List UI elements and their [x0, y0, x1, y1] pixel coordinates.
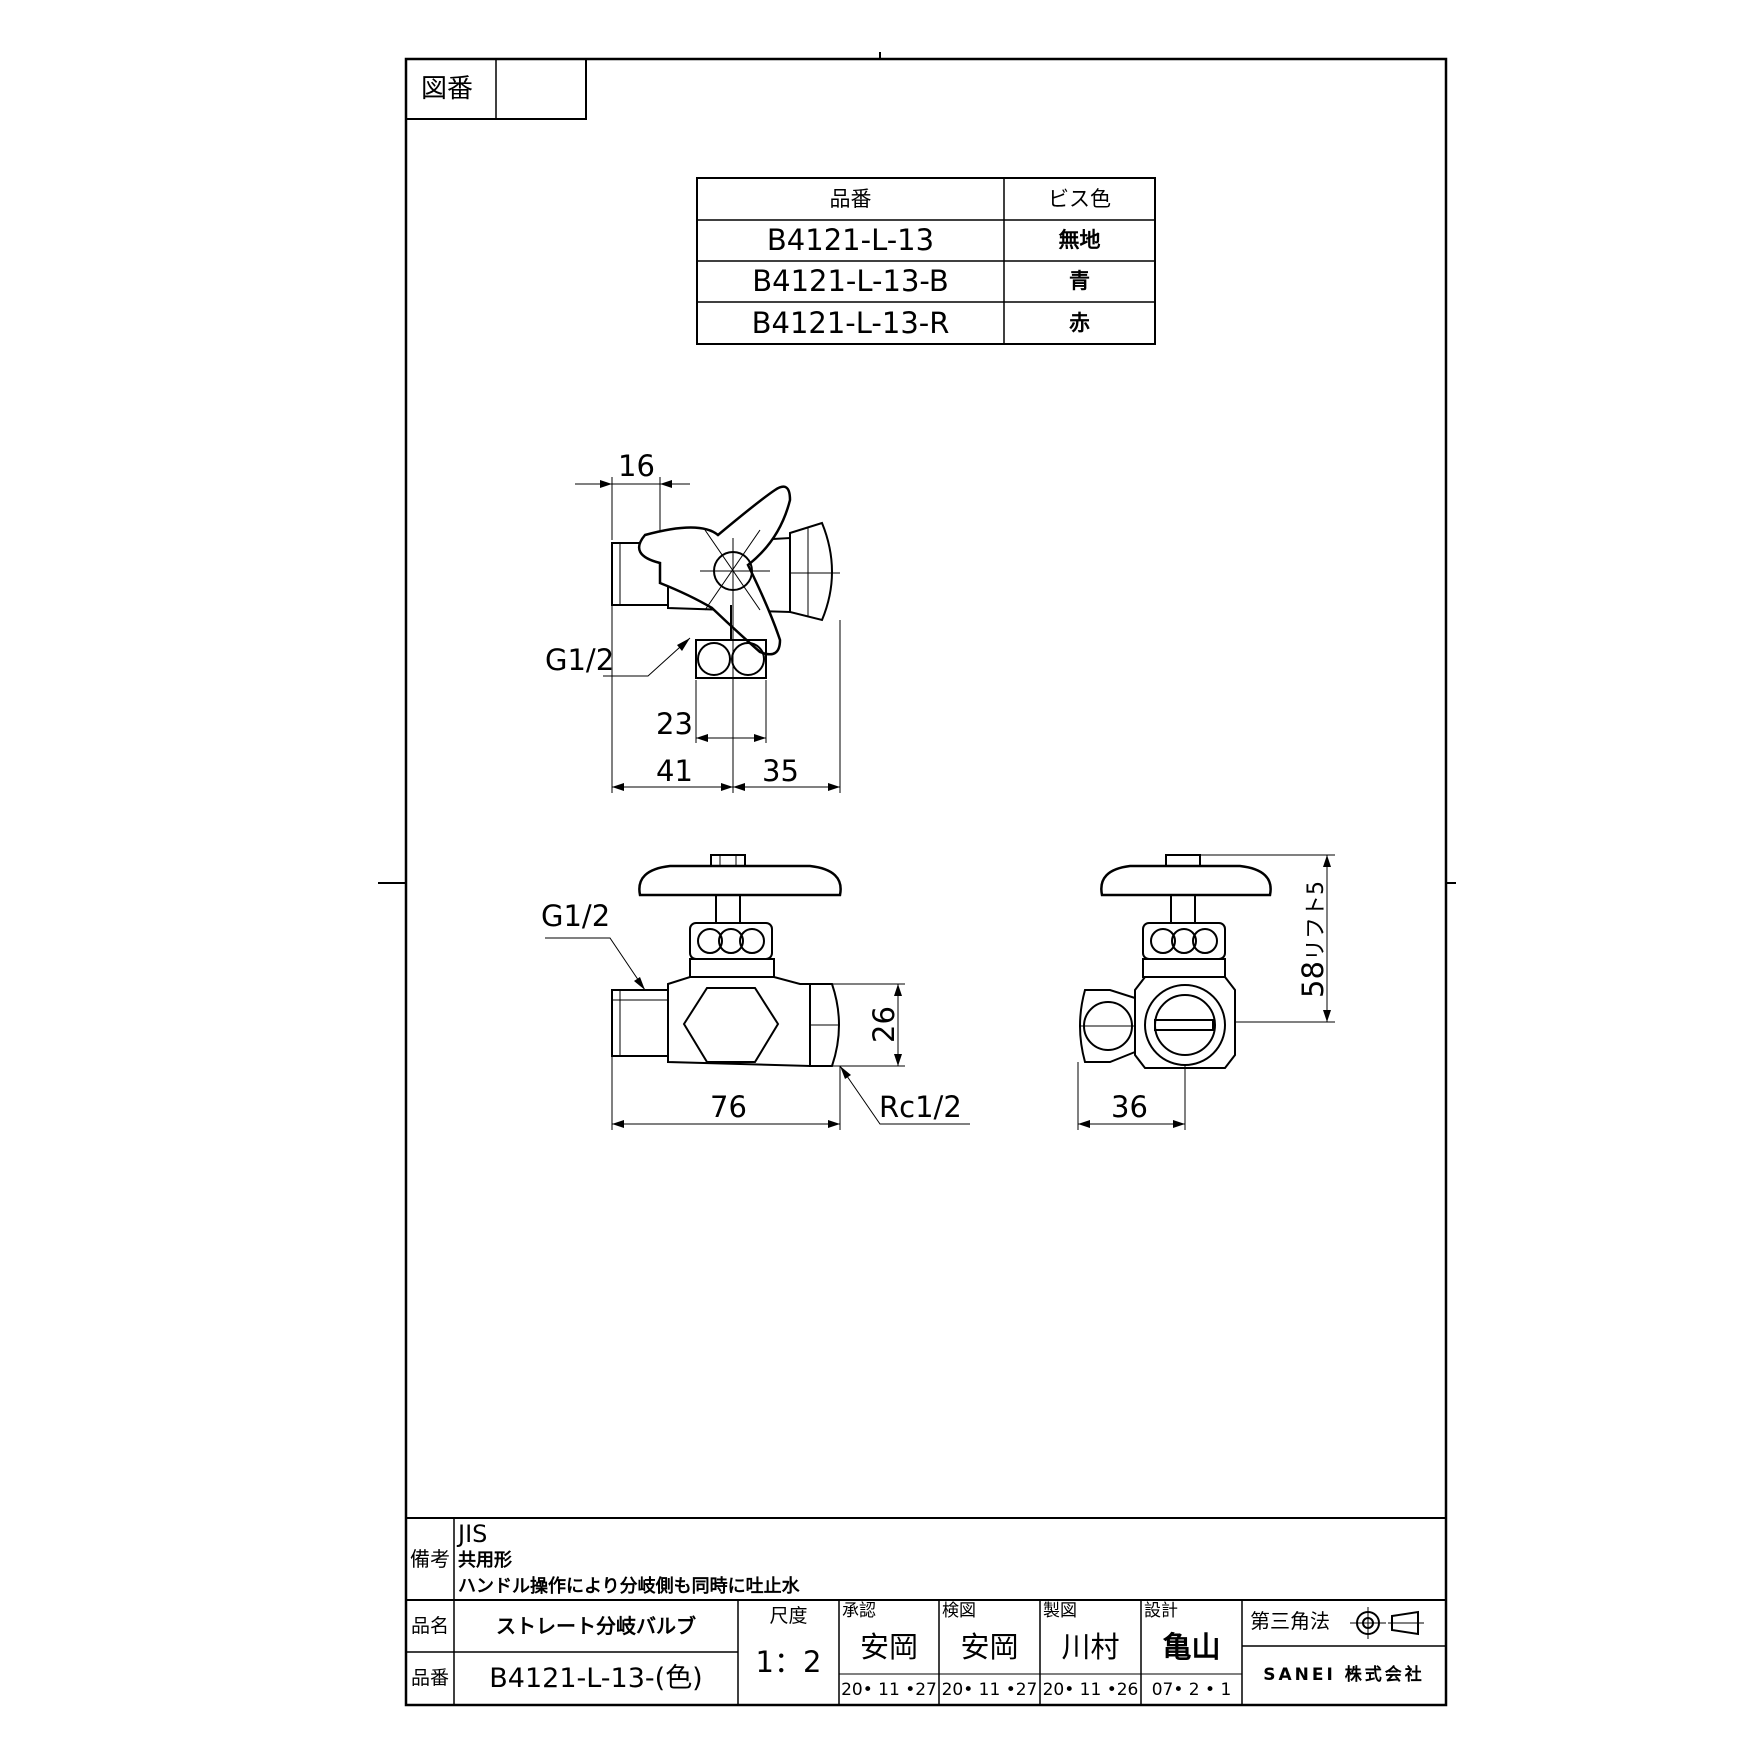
variant-table-grid: [696, 177, 1156, 345]
product-name-value: ストレート分岐バルブ: [496, 1614, 696, 1638]
dim-rc12: Rc1/2: [879, 1090, 962, 1124]
projection-label: 第三角法: [1250, 1609, 1330, 1633]
dim-23: 23: [656, 707, 693, 741]
side-view: [1077, 854, 1335, 1130]
table-row-part: B4121-L-13-B: [752, 264, 949, 298]
check-name: 安岡: [960, 1629, 1019, 1664]
draw-name: 川村: [1061, 1629, 1120, 1664]
dim-58: 58: [1295, 961, 1330, 998]
title-block-grid: [406, 1517, 1446, 1705]
dim-thread-g12-front: G1/2: [541, 899, 611, 933]
dim-36: 36: [1111, 1090, 1148, 1124]
draw-date: 20• 11 •26: [1042, 1679, 1139, 1700]
table-row-color: 青: [1069, 269, 1090, 293]
table-header-part: 品番: [829, 186, 872, 211]
design-name: 亀山: [1162, 1629, 1221, 1664]
front-view: [545, 854, 970, 1130]
notes-label: 備考: [410, 1547, 450, 1571]
dim-76: 76: [710, 1090, 747, 1124]
draw-label: 製図: [1043, 1601, 1077, 1621]
approve-name: 安岡: [859, 1629, 918, 1664]
approve-date: 20• 11 •27: [841, 1679, 937, 1700]
company-name: SANEI 株式会社: [1263, 1665, 1425, 1685]
design-date: 07• 2 • 1: [1151, 1679, 1232, 1700]
dim-26: 26: [866, 1006, 901, 1043]
table-row-color: 無地: [1058, 228, 1101, 252]
table-row-part: B4121-L-13-R: [751, 305, 950, 340]
dim-35: 35: [762, 754, 799, 788]
dim-thread-g12-top: G1/2: [545, 643, 615, 677]
product-name-label: 品名: [410, 1614, 449, 1637]
check-date: 20• 11 •27: [941, 1679, 1038, 1700]
dim-41: 41: [656, 754, 693, 788]
table-row-part: B4121-L-13: [766, 223, 935, 257]
scale-label: 尺度: [769, 1604, 808, 1627]
check-label: 検図: [942, 1601, 976, 1621]
dim-58-lift5: 58リフト5: [1295, 881, 1330, 998]
notes-line: ハンドル操作により分岐側も同時に吐止水: [458, 1576, 800, 1597]
drawing-number-label: 図番: [421, 74, 474, 104]
approve-label: 承認: [842, 1601, 876, 1621]
notes-line: 共用形: [458, 1550, 512, 1571]
design-label: 設計: [1144, 1601, 1178, 1621]
notes-line: JIS: [458, 1520, 488, 1548]
table-header-screw-color: ビス色: [1048, 186, 1111, 211]
scale-value: 1：2: [755, 1644, 822, 1679]
table-row-color: 赤: [1069, 310, 1090, 335]
projection-symbol: [1350, 1607, 1424, 1639]
product-number-label: 品番: [410, 1667, 449, 1689]
dim-16: 16: [618, 449, 655, 483]
dim-lift5: リフト5: [1303, 881, 1329, 962]
top-view: [575, 477, 841, 793]
product-number-value: B4121-L-13-(色): [489, 1663, 703, 1694]
